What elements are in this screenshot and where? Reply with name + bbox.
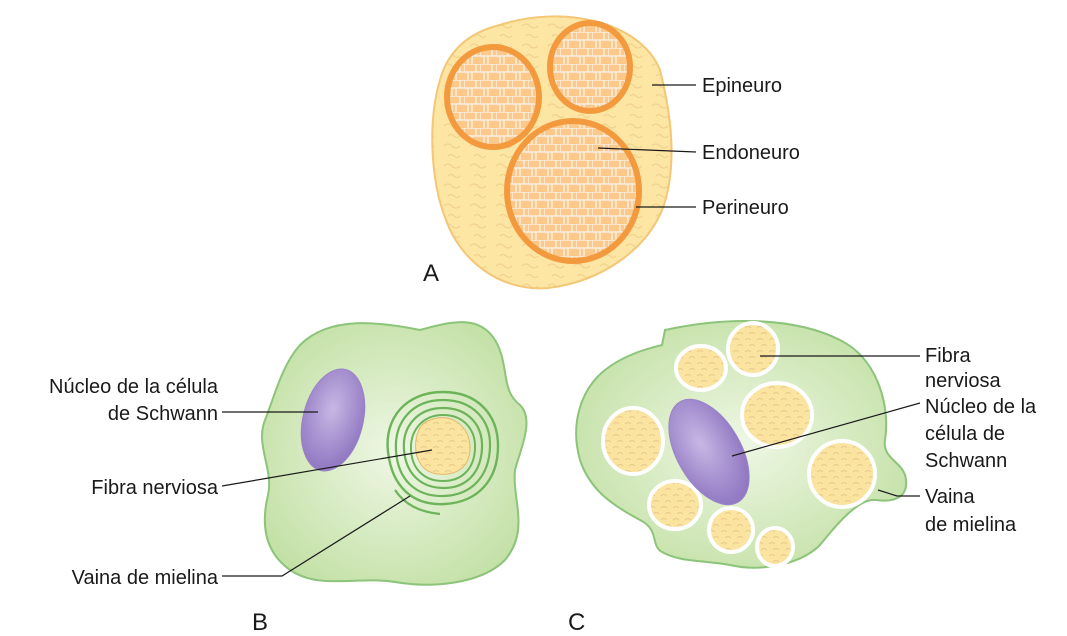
fiber-c	[728, 323, 778, 375]
label-epineuro: Epineuro	[702, 75, 782, 97]
label-perineuro: Perineuro	[702, 197, 789, 219]
label-c-sheath-line1: Vaina	[925, 486, 976, 508]
label-b-fiber: Fibra nerviosa	[91, 477, 219, 499]
fiber-c	[603, 408, 663, 474]
label-c-fiber-line1: Fibra	[925, 345, 971, 367]
fiber-c	[649, 481, 701, 529]
label-c-nucleus-line1: Núcleo de la	[925, 396, 1037, 418]
fiber-c	[757, 528, 793, 566]
panel-c: Fibra nerviosa Núcleo de la célula de Sc…	[568, 321, 1037, 636]
schwann-cell-b	[262, 322, 526, 584]
panel-a: Epineuro Endoneuro Perineuro A	[423, 16, 800, 288]
label-b-sheath: Vaina de mielina	[72, 567, 219, 589]
label-c-fiber-line2: nerviosa	[925, 370, 1001, 392]
fascicle-top-right	[550, 23, 630, 111]
panel-letter-b: B	[252, 609, 268, 636]
fascicle-left	[447, 47, 539, 147]
fiber-c	[742, 383, 812, 447]
label-endoneuro: Endoneuro	[702, 142, 800, 164]
panel-letter-c: C	[568, 609, 585, 636]
label-b-nucleus-line1: Núcleo de la célula	[49, 376, 219, 398]
label-b-nucleus-line2: de Schwann	[108, 403, 218, 425]
label-c-sheath-line2: de mielina	[925, 514, 1017, 536]
label-c-nucleus-line3: Schwann	[925, 450, 1007, 472]
fiber-c	[676, 346, 726, 390]
label-c-nucleus-line2: célula de	[925, 423, 1005, 445]
nerve-fiber-b	[416, 418, 470, 475]
panel-b: Núcleo de la célula de Schwann Fibra ner…	[49, 322, 526, 636]
panel-letter-a: A	[423, 260, 439, 287]
fascicle-large	[507, 121, 639, 261]
fiber-c	[809, 441, 875, 507]
fiber-c	[709, 508, 753, 552]
